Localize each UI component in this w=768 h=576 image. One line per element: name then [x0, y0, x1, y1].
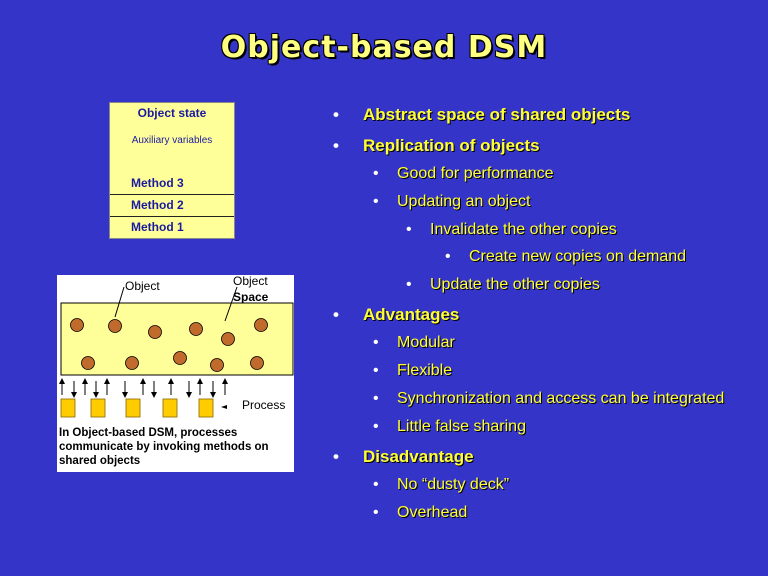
process-box — [90, 398, 106, 418]
figure-caption: In Object-based DSM, processes communica… — [59, 427, 269, 467]
bullet-glyph: • — [333, 447, 339, 466]
process-box — [125, 398, 141, 418]
process-box — [162, 398, 178, 418]
process-pointer — [221, 405, 227, 409]
bullet-text: Synchronization and access can be integr… — [397, 390, 725, 407]
method-1-label: Method 1 — [110, 216, 234, 237]
processes — [60, 398, 214, 418]
bullet-item-level-3: • Invalidate the other copies — [406, 221, 617, 239]
bullet-item-level-3: • Update the other copies — [406, 276, 600, 294]
object-space-pointer-line — [224, 286, 238, 322]
shared-object — [81, 356, 95, 370]
shared-object — [250, 356, 264, 370]
bullet-item-level-2: • No “dusty deck” — [373, 476, 510, 494]
bullet-glyph: • — [445, 248, 451, 265]
process-label: Process — [242, 398, 285, 412]
bullet-text: Flexible — [397, 362, 453, 379]
shared-object — [173, 351, 187, 365]
bullet-glyph: • — [333, 305, 339, 324]
object-label: Object — [125, 279, 160, 293]
bullet-glyph: • — [373, 193, 379, 210]
shared-object — [210, 358, 224, 372]
bullet-text: Overhead — [397, 504, 468, 521]
auxiliary-variables-label: Auxiliary variables — [131, 135, 213, 146]
bullet-item-level-2: • Updating an object — [373, 193, 531, 211]
process-box — [198, 398, 214, 418]
shared-object — [221, 332, 235, 346]
object-pointer-line — [114, 286, 125, 318]
invocation-arrows — [59, 378, 228, 398]
bullet-text: Create new copies on demand — [469, 248, 687, 265]
bullet-text: Little false sharing — [397, 418, 526, 435]
bullet-item-level-2: • Good for performance — [373, 165, 554, 183]
object-space-label-1: Object — [233, 275, 268, 288]
shared-objects — [70, 318, 268, 372]
object-space-figure: Object Object Space Process In O — [57, 275, 294, 472]
method-3-label: Method 3 — [131, 176, 184, 190]
object-structure-figure: Object state Auxiliary variables Method … — [109, 102, 235, 239]
bullet-item-level-2: • Overhead — [373, 504, 468, 522]
bullet-text: Update the other copies — [430, 276, 600, 293]
shared-object — [254, 318, 268, 332]
slide-title: Object-based DSM — [220, 30, 548, 65]
bullet-text: Modular — [397, 334, 455, 351]
bullet-glyph: • — [373, 390, 379, 407]
bullet-item-level-2: • Little false sharing — [373, 418, 526, 436]
bullet-glyph: • — [373, 476, 379, 493]
object-state-label: Object state — [137, 106, 207, 120]
bullet-item-level-2: • Flexible — [373, 362, 453, 380]
bullet-text: Invalidate the other copies — [430, 221, 617, 238]
process-box — [60, 398, 76, 418]
shared-object — [108, 319, 122, 333]
bullet-text: No “dusty deck” — [397, 476, 510, 493]
bullet-item-level-1: • Advantages — [333, 305, 460, 325]
bullet-item-level-2: • Synchronization and access can be integ… — [373, 390, 725, 408]
object-space-label-2: Space — [233, 290, 269, 304]
bullet-glyph: • — [406, 221, 412, 238]
bullet-item-level-1: • Disadvantage — [333, 447, 474, 467]
shared-object — [189, 322, 203, 336]
bullet-glyph: • — [373, 362, 379, 379]
bullet-text: Good for performance — [397, 165, 554, 182]
bullet-item-level-1: • Replication of objects — [333, 136, 540, 156]
bullet-glyph: • — [373, 334, 379, 351]
object-space-svg: Object Object Space Process — [59, 275, 294, 418]
bullet-item-level-1: • Abstract space of shared objects — [333, 105, 631, 125]
shared-object — [70, 318, 84, 332]
bullet-glyph: • — [333, 105, 339, 124]
bullet-glyph: • — [406, 276, 412, 293]
bullet-text: Replication of objects — [363, 136, 540, 155]
bullet-item-level-2: • Modular — [373, 334, 455, 352]
method-2-label: Method 2 — [110, 194, 234, 215]
shared-object — [148, 325, 162, 339]
bullet-text: Disadvantage — [363, 447, 474, 466]
bullet-glyph: • — [373, 418, 379, 435]
bullet-text: Updating an object — [397, 193, 531, 210]
bullet-glyph: • — [333, 136, 339, 155]
bullet-text: Abstract space of shared objects — [363, 105, 631, 124]
bullet-text: Advantages — [363, 305, 460, 324]
bullet-glyph: • — [373, 165, 379, 182]
bullet-glyph: • — [373, 504, 379, 521]
shared-object — [125, 356, 139, 370]
bullet-item-level-4: • Create new copies on demand — [445, 248, 687, 266]
